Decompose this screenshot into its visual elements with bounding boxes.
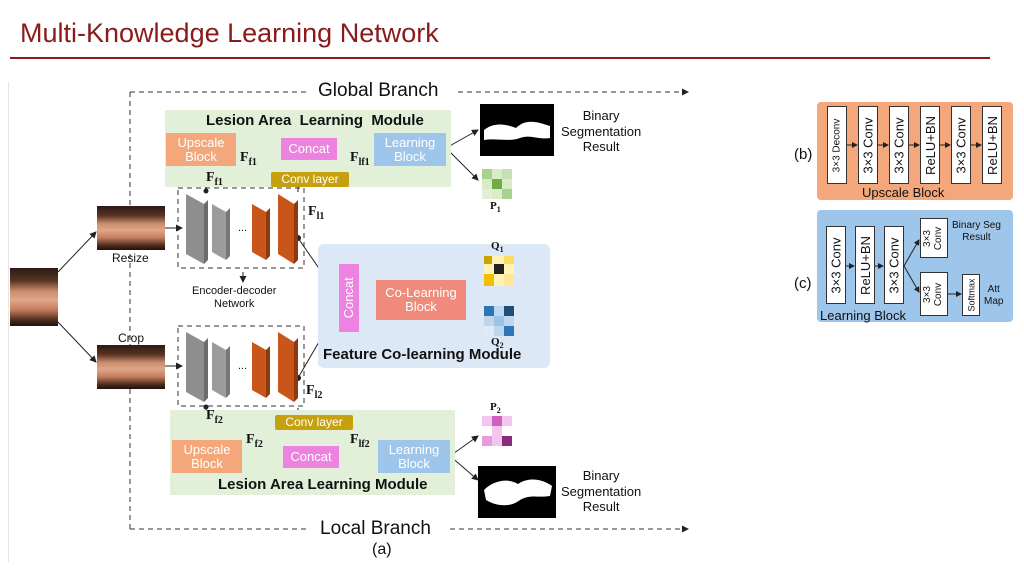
- p1-label: P1: [490, 200, 501, 215]
- seg-label-top: Binary Segmentation Result: [561, 108, 642, 155]
- encoder-decoder-label: Encoder-decoder Network: [192, 285, 277, 310]
- lesion-module-bottom-title: Lesion Area Learning Module: [218, 476, 428, 493]
- conv-layer-top: Conv layer: [271, 172, 349, 187]
- map-p1: [482, 169, 512, 199]
- lb-branch-top-conv: 3×3 Conv: [920, 218, 948, 258]
- f-f2-label: Ff2: [206, 408, 223, 426]
- label-b: (b): [794, 146, 813, 163]
- cropped-skin-image: [97, 345, 165, 389]
- label-c: (c): [794, 275, 812, 292]
- learning-block-bottom: Learning Block: [378, 440, 450, 473]
- lb-branch-bottom-conv: 3×3 Conv: [920, 272, 948, 316]
- map-q1: [484, 256, 514, 286]
- learning-block-name: Learning Block: [820, 308, 906, 323]
- learning-block-top: Learning Block: [374, 133, 446, 166]
- f-lf1-label: Flf1: [350, 150, 370, 168]
- encoder-decoder-top: [186, 194, 298, 264]
- concat-colearning: Concat: [339, 264, 359, 332]
- f-l1-label: Fl1: [308, 204, 325, 222]
- upscale-block-diagram: [817, 102, 1013, 200]
- q2-label: Q2: [491, 336, 504, 351]
- title-rule: [10, 57, 990, 59]
- colearning-block: Co-Learning Block: [376, 280, 466, 320]
- local-branch-label: Local Branch: [320, 518, 431, 539]
- upscale-block-top: Upscale Block: [166, 133, 236, 166]
- ellipsis-bottom: ...: [238, 360, 248, 372]
- conv-layer-bottom: Conv layer: [275, 415, 353, 430]
- lb-binary-seg-result: Binary Seg Result: [952, 220, 1001, 243]
- f-f1-label: Ff1: [206, 170, 223, 188]
- input-skin-image: [10, 268, 58, 326]
- crop-label: Crop: [118, 331, 145, 345]
- lb-att-map: Att Map: [984, 284, 1004, 307]
- layer-relu-bn-1: ReLU+BN: [920, 106, 940, 184]
- f-lf2-label: Flf2: [350, 432, 370, 450]
- encoder-decoder-bottom: [186, 332, 298, 402]
- binary-seg-output-bottom: [478, 466, 556, 518]
- upscale-arrows: [847, 142, 982, 148]
- upscale-block-name: Upscale Block: [862, 185, 945, 200]
- caption-a: (a): [372, 541, 392, 558]
- ellipsis-top: ...: [238, 222, 248, 234]
- layer-deconv: 3×3 Deconv: [827, 106, 847, 184]
- resized-skin-image: [97, 206, 165, 250]
- p2-label: P2: [490, 401, 501, 416]
- left-divider: [8, 82, 9, 562]
- resize-label: Resize: [112, 251, 149, 265]
- global-branch-label: Global Branch: [318, 80, 439, 101]
- f-f1-prime-label: Ff1: [240, 150, 257, 168]
- seg-label-bottom: Binary Segmentation Result: [561, 468, 642, 515]
- lb-conv-1: 3×3 Conv: [826, 226, 846, 304]
- concat-bottom: Concat: [283, 446, 339, 468]
- slide-title: Multi-Knowledge Learning Network: [20, 18, 439, 48]
- lb-conv-2: 3×3 Conv: [884, 226, 904, 304]
- upscale-block-bottom: Upscale Block: [172, 440, 242, 473]
- concat-top: Concat: [281, 138, 337, 160]
- map-q2: [484, 306, 514, 336]
- layer-conv-2: 3×3 Conv: [889, 106, 909, 184]
- colearning-title: Feature Co-learning Module: [323, 346, 522, 363]
- f-l2-label: Fl2: [306, 383, 323, 401]
- layer-conv-1: 3×3 Conv: [858, 106, 878, 184]
- q1-label: Q1: [491, 240, 504, 255]
- learning-block-arrows: [846, 239, 962, 297]
- layer-relu-bn-2: ReLU+BN: [982, 106, 1002, 184]
- binary-seg-output-top: [480, 104, 554, 156]
- map-p2: [482, 416, 512, 446]
- lesion-module-top-title: Lesion Area Learning Module: [206, 112, 424, 129]
- lb-relu-bn: ReLU+BN: [855, 226, 875, 304]
- lb-softmax: Softmax: [962, 274, 980, 316]
- f-f2-prime-label: Ff2: [246, 432, 263, 450]
- layer-conv-3: 3×3 Conv: [951, 106, 971, 184]
